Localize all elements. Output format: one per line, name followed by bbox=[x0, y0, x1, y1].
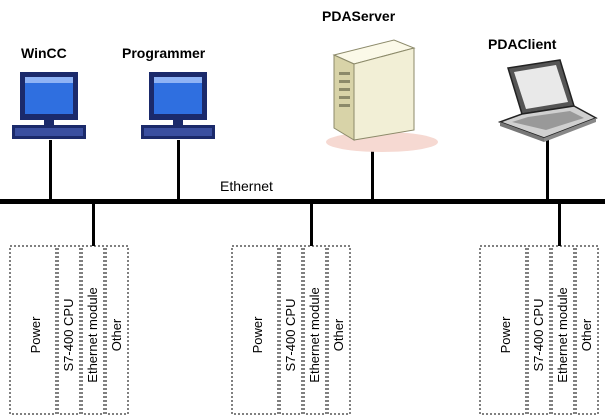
ethernet-module-slot bbox=[81, 245, 105, 415]
module-label: Ethernet module bbox=[85, 287, 100, 382]
module-label: S7-400 CPU bbox=[61, 299, 76, 372]
programmer-drop-line bbox=[177, 140, 180, 200]
cpu-module-slot bbox=[279, 245, 303, 415]
plc-rack-2: Power S7-400 CPU Ethernet module Other bbox=[231, 245, 351, 415]
pdaclient-label: PDAClient bbox=[488, 36, 557, 52]
desktop-computer-icon bbox=[141, 72, 215, 139]
module-label: Other bbox=[331, 318, 346, 351]
ethernet-bus bbox=[0, 199, 605, 204]
module-label: Other bbox=[109, 318, 124, 351]
module-label: S7-400 CPU bbox=[531, 299, 546, 372]
power-module-slot bbox=[9, 245, 57, 415]
ethernet-label: Ethernet bbox=[220, 178, 273, 194]
programmer-label: Programmer bbox=[122, 45, 206, 61]
wincc-drop-line bbox=[49, 140, 52, 200]
cpu-module-slot bbox=[57, 245, 81, 415]
rack3-drop-line bbox=[558, 203, 561, 246]
desktop-computer-icon bbox=[12, 72, 86, 139]
other-module-slot bbox=[105, 245, 129, 415]
laptop-icon bbox=[497, 59, 598, 142]
other-module-slot bbox=[575, 245, 599, 415]
module-label: Power bbox=[250, 316, 265, 354]
ethernet-module-slot bbox=[551, 245, 575, 415]
plc-rack-1: Power S7-400 CPU Ethernet module Other bbox=[9, 245, 129, 415]
wincc-label: WinCC bbox=[21, 45, 67, 61]
other-module-slot bbox=[327, 245, 351, 415]
cpu-module-slot bbox=[527, 245, 551, 415]
power-module-slot bbox=[479, 245, 527, 415]
tower-server-icon bbox=[326, 39, 438, 152]
rack1-drop-line bbox=[92, 203, 95, 246]
plc-rack-3: Power S7-400 CPU Ethernet module Other bbox=[479, 245, 599, 415]
pdaclient-drop-line bbox=[546, 140, 549, 200]
module-label: Power bbox=[498, 316, 513, 354]
power-module-slot bbox=[231, 245, 279, 415]
module-label: Ethernet module bbox=[555, 287, 570, 382]
module-label: Other bbox=[579, 318, 594, 351]
module-label: Power bbox=[28, 316, 43, 354]
pdaserver-label: PDAServer bbox=[322, 8, 396, 24]
pdaserver-drop-line bbox=[371, 140, 374, 200]
ethernet-module-slot bbox=[303, 245, 327, 415]
module-label: Ethernet module bbox=[307, 287, 322, 382]
module-label: S7-400 CPU bbox=[283, 299, 298, 372]
rack2-drop-line bbox=[310, 203, 313, 246]
